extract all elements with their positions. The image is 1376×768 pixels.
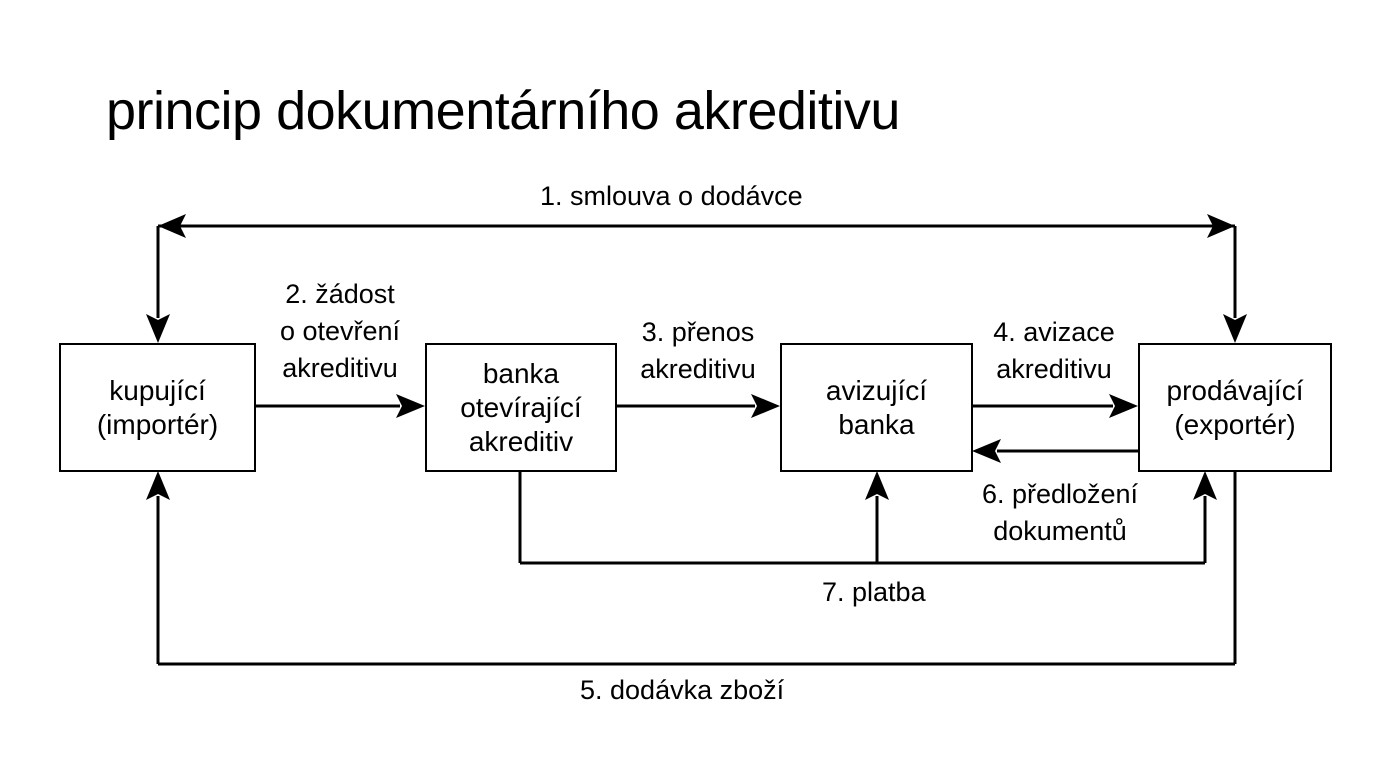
node-issuing-bank-line3: akreditiv bbox=[468, 425, 574, 457]
seller-down-arrow-icon bbox=[1223, 314, 1247, 343]
edge-label-step2-line3: akreditivu bbox=[282, 353, 398, 383]
step4-arrow-icon bbox=[1109, 394, 1138, 418]
payment-to-advising-arrow-icon bbox=[865, 471, 889, 500]
edge-label-step1: 1. smlouva o dodávce bbox=[540, 181, 803, 211]
edge-label-step4-line2: akreditivu bbox=[996, 354, 1112, 384]
buyer-down-arrow-icon bbox=[146, 314, 170, 343]
edge-label-step2-line1: 2. žádost bbox=[285, 279, 395, 309]
edge-label-step3-line1: 3. přenos bbox=[641, 317, 755, 347]
step3-arrow-icon bbox=[751, 394, 780, 418]
delivery-arrow-icon bbox=[146, 471, 170, 500]
edge-label-step6-line2: dokumentů bbox=[993, 516, 1127, 546]
node-advising-bank: avizující banka bbox=[780, 343, 973, 472]
node-seller: prodávající (exportér) bbox=[1138, 343, 1332, 472]
edge-label-step5: 5. dodávka zboží bbox=[580, 675, 785, 705]
edge-label-step3-line2: akreditivu bbox=[640, 354, 756, 384]
edge-label-step2: 2. žádost o otevření akreditivu bbox=[262, 276, 418, 387]
node-seller-line1: prodávající bbox=[1166, 374, 1304, 406]
node-advising-bank-line2: banka bbox=[838, 408, 915, 440]
node-buyer-line2: (importér) bbox=[96, 408, 219, 440]
step6-arrow-icon bbox=[972, 439, 1001, 463]
edge-label-step7: 7. platba bbox=[822, 577, 926, 607]
node-issuing-bank-line2: otevírající bbox=[460, 391, 582, 423]
node-seller-line2: (exportér) bbox=[1174, 408, 1296, 440]
edge-label-step2-line2: o otevření bbox=[279, 316, 401, 346]
payment-to-seller-arrow-icon bbox=[1193, 471, 1217, 500]
diagram-title: princip dokumentárního akreditivu bbox=[106, 81, 900, 141]
node-issuing-bank-line1: banka bbox=[482, 357, 560, 389]
node-advising-bank-line1: avizující bbox=[825, 374, 928, 406]
node-buyer-line1: kupující bbox=[109, 374, 206, 406]
edge-label-step4-line1: 4. avizace bbox=[993, 317, 1115, 347]
edge-label-step3: 3. přenos akreditivu bbox=[622, 314, 774, 388]
edge-label-step4: 4. avizace akreditivu bbox=[978, 314, 1130, 388]
node-issuing-bank: banka otevírající akreditiv bbox=[425, 343, 617, 472]
contract-arrow-right-icon bbox=[1207, 214, 1235, 238]
contract-arrow-left-icon bbox=[158, 214, 186, 238]
edge-label-step6-line1: 6. předložení bbox=[981, 479, 1139, 509]
edge-label-step6: 6. předložení dokumentů bbox=[960, 476, 1160, 550]
node-buyer: kupující (importér) bbox=[59, 343, 256, 472]
step2-arrow-icon bbox=[396, 394, 425, 418]
